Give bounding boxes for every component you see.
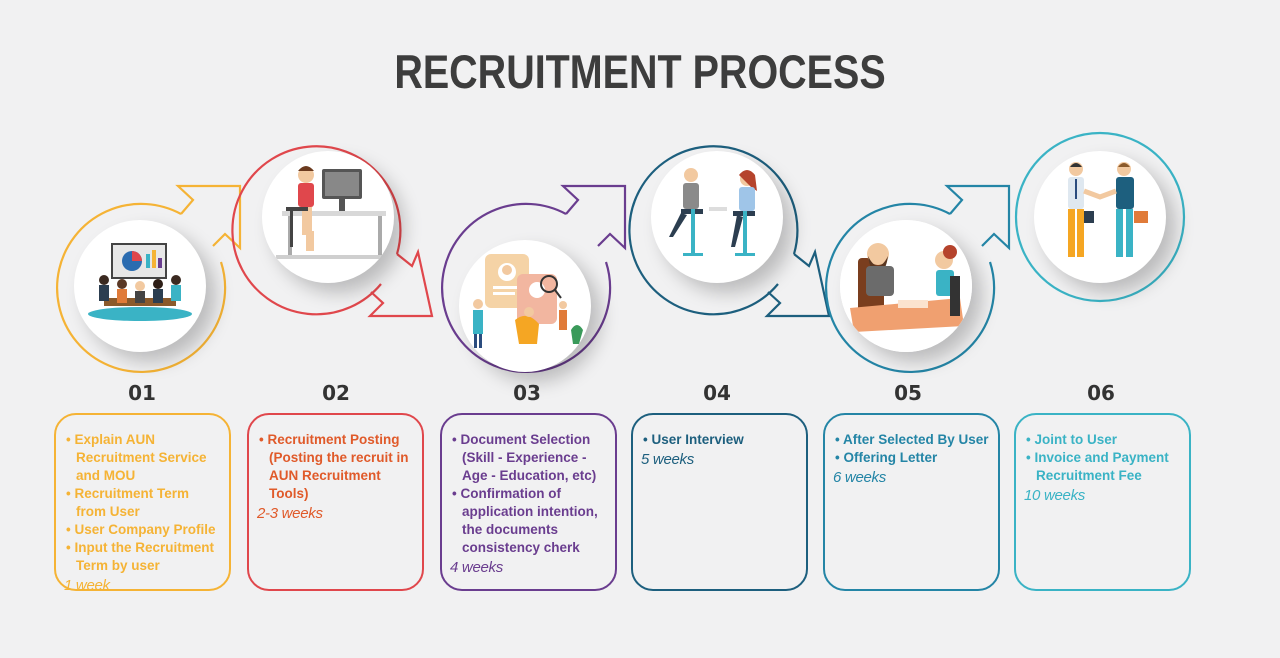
step-item: Input the Recruitment Term by user: [64, 539, 221, 575]
step-duration: 6 weeks: [833, 469, 886, 486]
step-item: Offering Letter: [833, 449, 990, 467]
interview-icon: [651, 151, 783, 283]
step-item: Joint to User: [1024, 431, 1181, 449]
step-5-card: After Selected By User Offering Letter 6…: [823, 413, 1000, 591]
step-item: Explain AUN Recruitment Service and MOU: [64, 431, 221, 485]
document-selection-icon: [459, 240, 591, 372]
step-4-ring: [628, 145, 831, 318]
page-title: RECRUITMENT PROCESS: [394, 45, 886, 98]
step-duration: 1 week: [64, 577, 110, 594]
step-3-ring: [441, 184, 627, 374]
step-6-ring: [1014, 131, 1186, 303]
step-1-ring: [56, 184, 242, 374]
step-number: 04: [703, 381, 731, 405]
step-item: User Company Profile: [64, 521, 221, 539]
step-item: Document Selection (Skill - Experience -…: [450, 431, 607, 485]
step-6-card: Joint to User Invoice and Payment Recrui…: [1014, 413, 1191, 591]
step-number: 05: [894, 381, 922, 405]
step-5-ring: [825, 184, 1011, 374]
step-number: 03: [513, 381, 541, 405]
step-2-ring: [231, 145, 434, 318]
step-duration: 10 weeks: [1024, 487, 1085, 504]
step-item: User Interview: [641, 431, 798, 449]
step-duration: 5 weeks: [641, 451, 694, 468]
step-item: Confirmation of application intention, t…: [450, 485, 607, 557]
step-3-card: Document Selection (Skill - Experience -…: [440, 413, 617, 591]
step-number: 06: [1087, 381, 1115, 405]
step-item: Recruitment Posting (Posting the recruit…: [257, 431, 414, 503]
step-item: Invoice and Payment Recruitment Fee: [1024, 449, 1181, 485]
step-duration: 4 weeks: [450, 559, 503, 576]
handshake-icon: [1034, 151, 1166, 283]
step-duration: 2-3 weeks: [257, 505, 323, 522]
step-item: After Selected By User: [833, 431, 990, 449]
step-1-card: Explain AUN Recruitment Service and MOU …: [54, 413, 231, 594]
step-2-card: Recruitment Posting (Posting the recruit…: [247, 413, 424, 591]
man-at-computer-icon: [262, 151, 394, 283]
offering-letter-icon: [840, 220, 972, 352]
step-4-card: User Interview 5 weeks: [631, 413, 808, 591]
meeting-presentation-icon: [74, 220, 206, 352]
step-number: 02: [322, 381, 350, 405]
step-item: Recruitment Term from User: [64, 485, 221, 521]
step-number: 01: [128, 381, 156, 405]
